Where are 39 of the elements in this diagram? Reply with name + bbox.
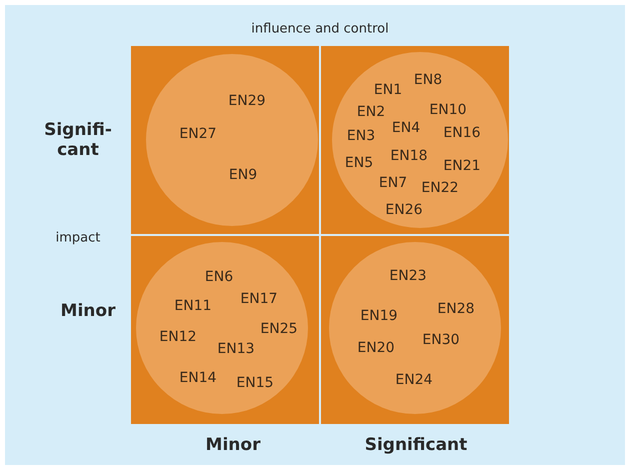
indicator-code: EN24	[395, 372, 433, 388]
axis-value: Minor	[60, 301, 116, 321]
indicator-code: EN1	[374, 82, 402, 98]
indicator-code: EN23	[389, 268, 427, 284]
indicator-code: EN20	[357, 340, 395, 356]
indicator-code: EN19	[360, 308, 398, 324]
indicator-code: EN3	[346, 128, 376, 144]
quadrant-box	[321, 236, 509, 424]
indicator-code: EN7	[378, 175, 408, 191]
quadrant-box	[131, 236, 319, 424]
indicator-code: EN26	[385, 202, 423, 218]
indicator-code: EN11	[174, 298, 212, 314]
axis-value: Signifi-cant	[43, 120, 113, 160]
indicator-code: EN17	[240, 291, 278, 307]
indicator-code: EN21	[443, 158, 481, 174]
indicator-code: EN10	[429, 102, 467, 118]
indicator-code: EN29	[228, 93, 266, 109]
indicator-code: EN25	[260, 321, 298, 337]
indicator-code: EN30	[422, 332, 460, 348]
indicator-code: EN6	[204, 269, 234, 285]
axis-value: Minor	[206, 435, 260, 455]
quadrant-box	[131, 46, 319, 234]
indicator-code: EN22	[421, 180, 459, 196]
axis-title: influence and control	[251, 22, 389, 36]
indicator-code: EN18	[390, 148, 428, 164]
indicator-code: EN13	[217, 341, 255, 357]
axis-value: Significant	[364, 435, 468, 455]
indicator-code: EN16	[443, 125, 481, 141]
indicator-code: EN9	[228, 167, 258, 183]
indicator-code: EN15	[236, 375, 274, 391]
axis-title: impact	[56, 230, 100, 246]
indicator-code: EN2	[356, 104, 386, 120]
indicator-code: EN27	[179, 126, 217, 142]
indicator-code: EN4	[392, 120, 420, 136]
indicator-code: EN12	[159, 329, 197, 345]
indicator-code: EN8	[414, 72, 442, 88]
indicator-code: EN28	[437, 301, 475, 317]
indicator-code: EN5	[344, 155, 374, 171]
indicator-code: EN14	[179, 370, 217, 386]
